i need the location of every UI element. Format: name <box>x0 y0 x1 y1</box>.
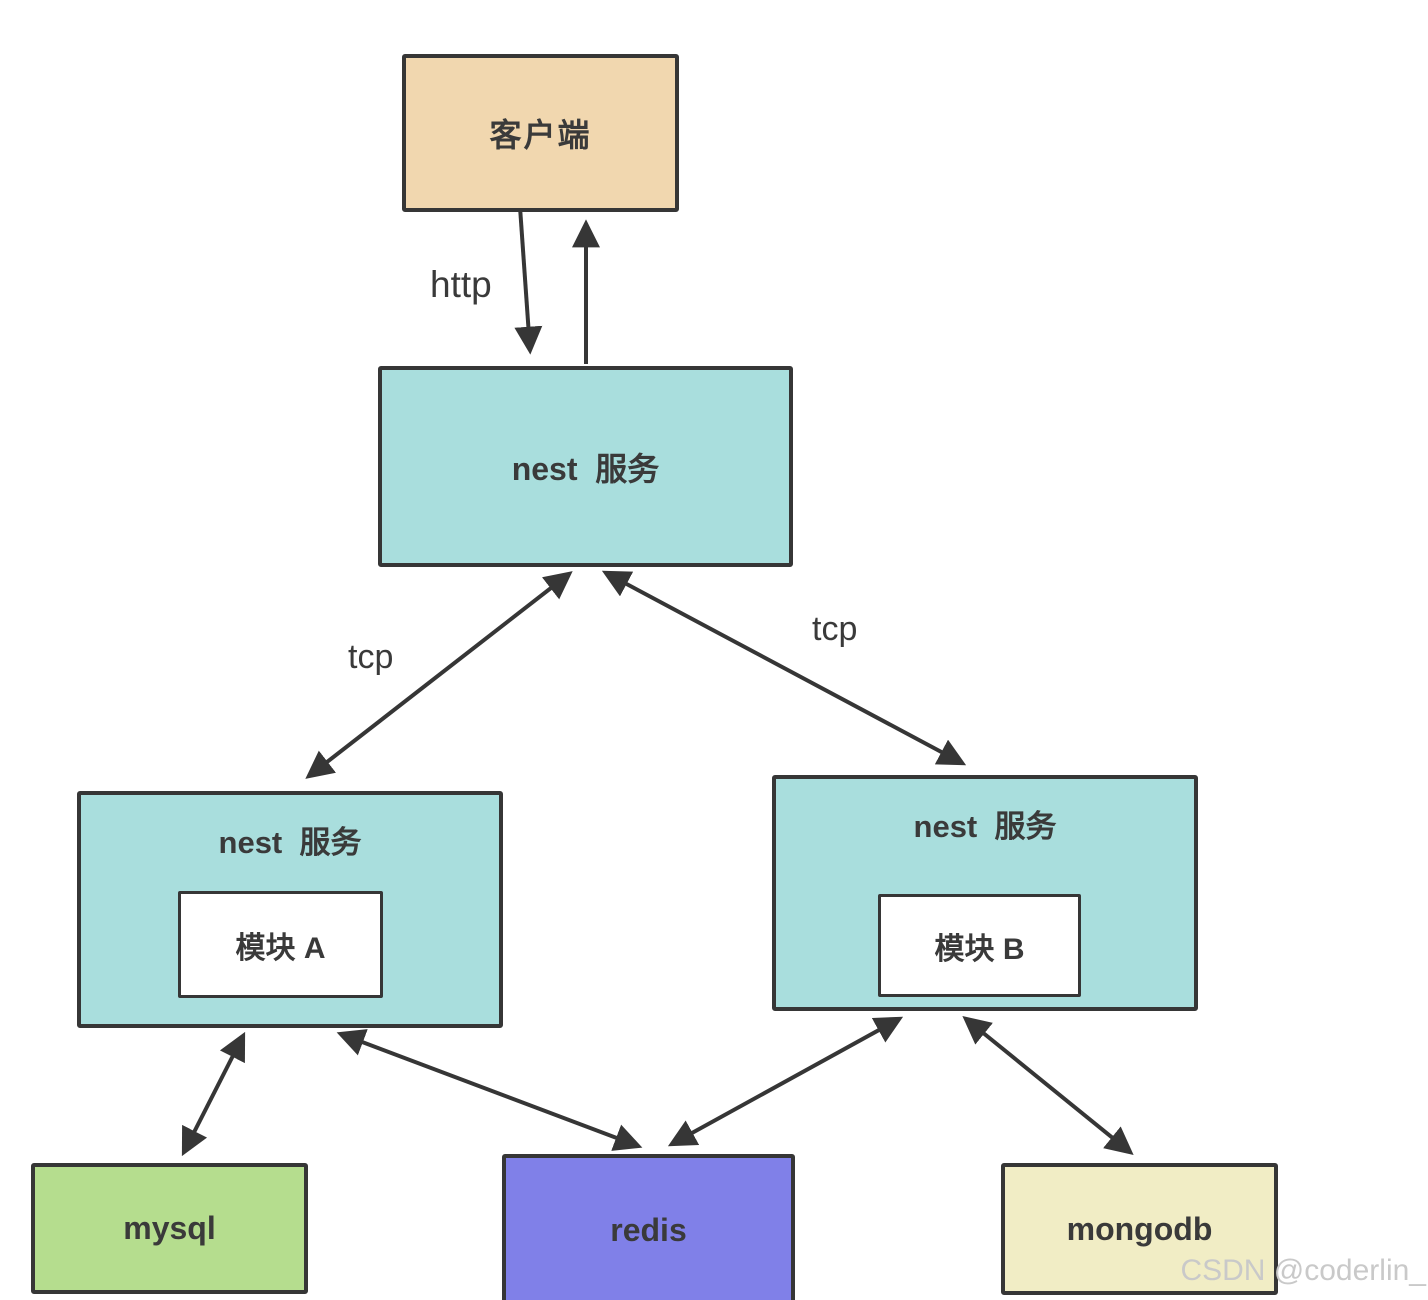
module-a-label: 模块 A <box>235 931 326 965</box>
service-b-label: nest 服务 <box>913 809 1057 844</box>
client-node: 客户端 <box>402 54 679 212</box>
mysql-label: mysql <box>123 1210 216 1246</box>
service-b-node: nest 服务 模块 B <box>772 775 1198 1011</box>
arrow-service-a-mysql <box>181 1031 246 1157</box>
redis-node: redis <box>502 1154 795 1300</box>
arrow-tcp-service-b <box>601 570 967 766</box>
module-b-node: 模块 B <box>878 894 1081 997</box>
gateway-service-node: nest 服务 <box>378 366 793 567</box>
mongodb-label: mongodb <box>1066 1210 1213 1247</box>
http-edge-label: http <box>430 264 492 305</box>
mongodb-node: mongodb <box>1001 1163 1278 1295</box>
arrow-service-b-mongodb <box>962 1016 1134 1155</box>
redis-label: redis <box>610 1211 687 1248</box>
arrow-http-request <box>514 206 543 355</box>
gateway-service-label: nest 服务 <box>511 450 660 487</box>
arrow-service-a-redis <box>336 1029 643 1151</box>
watermark: CSDN @coderlin_ <box>1180 1254 1426 1287</box>
tcp-left-edge-label: tcp <box>348 638 394 676</box>
tcp-right-edge-label: tcp <box>812 610 858 648</box>
mysql-node: mysql <box>31 1163 308 1294</box>
module-b-label: 模块 B <box>934 932 1025 966</box>
service-a-label: nest 服务 <box>218 825 362 860</box>
module-a-node: 模块 A <box>178 891 383 998</box>
arrow-service-b-redis <box>667 1016 904 1147</box>
service-a-node: nest 服务 模块 A <box>77 791 503 1028</box>
client-label: 客户端 <box>489 117 592 153</box>
